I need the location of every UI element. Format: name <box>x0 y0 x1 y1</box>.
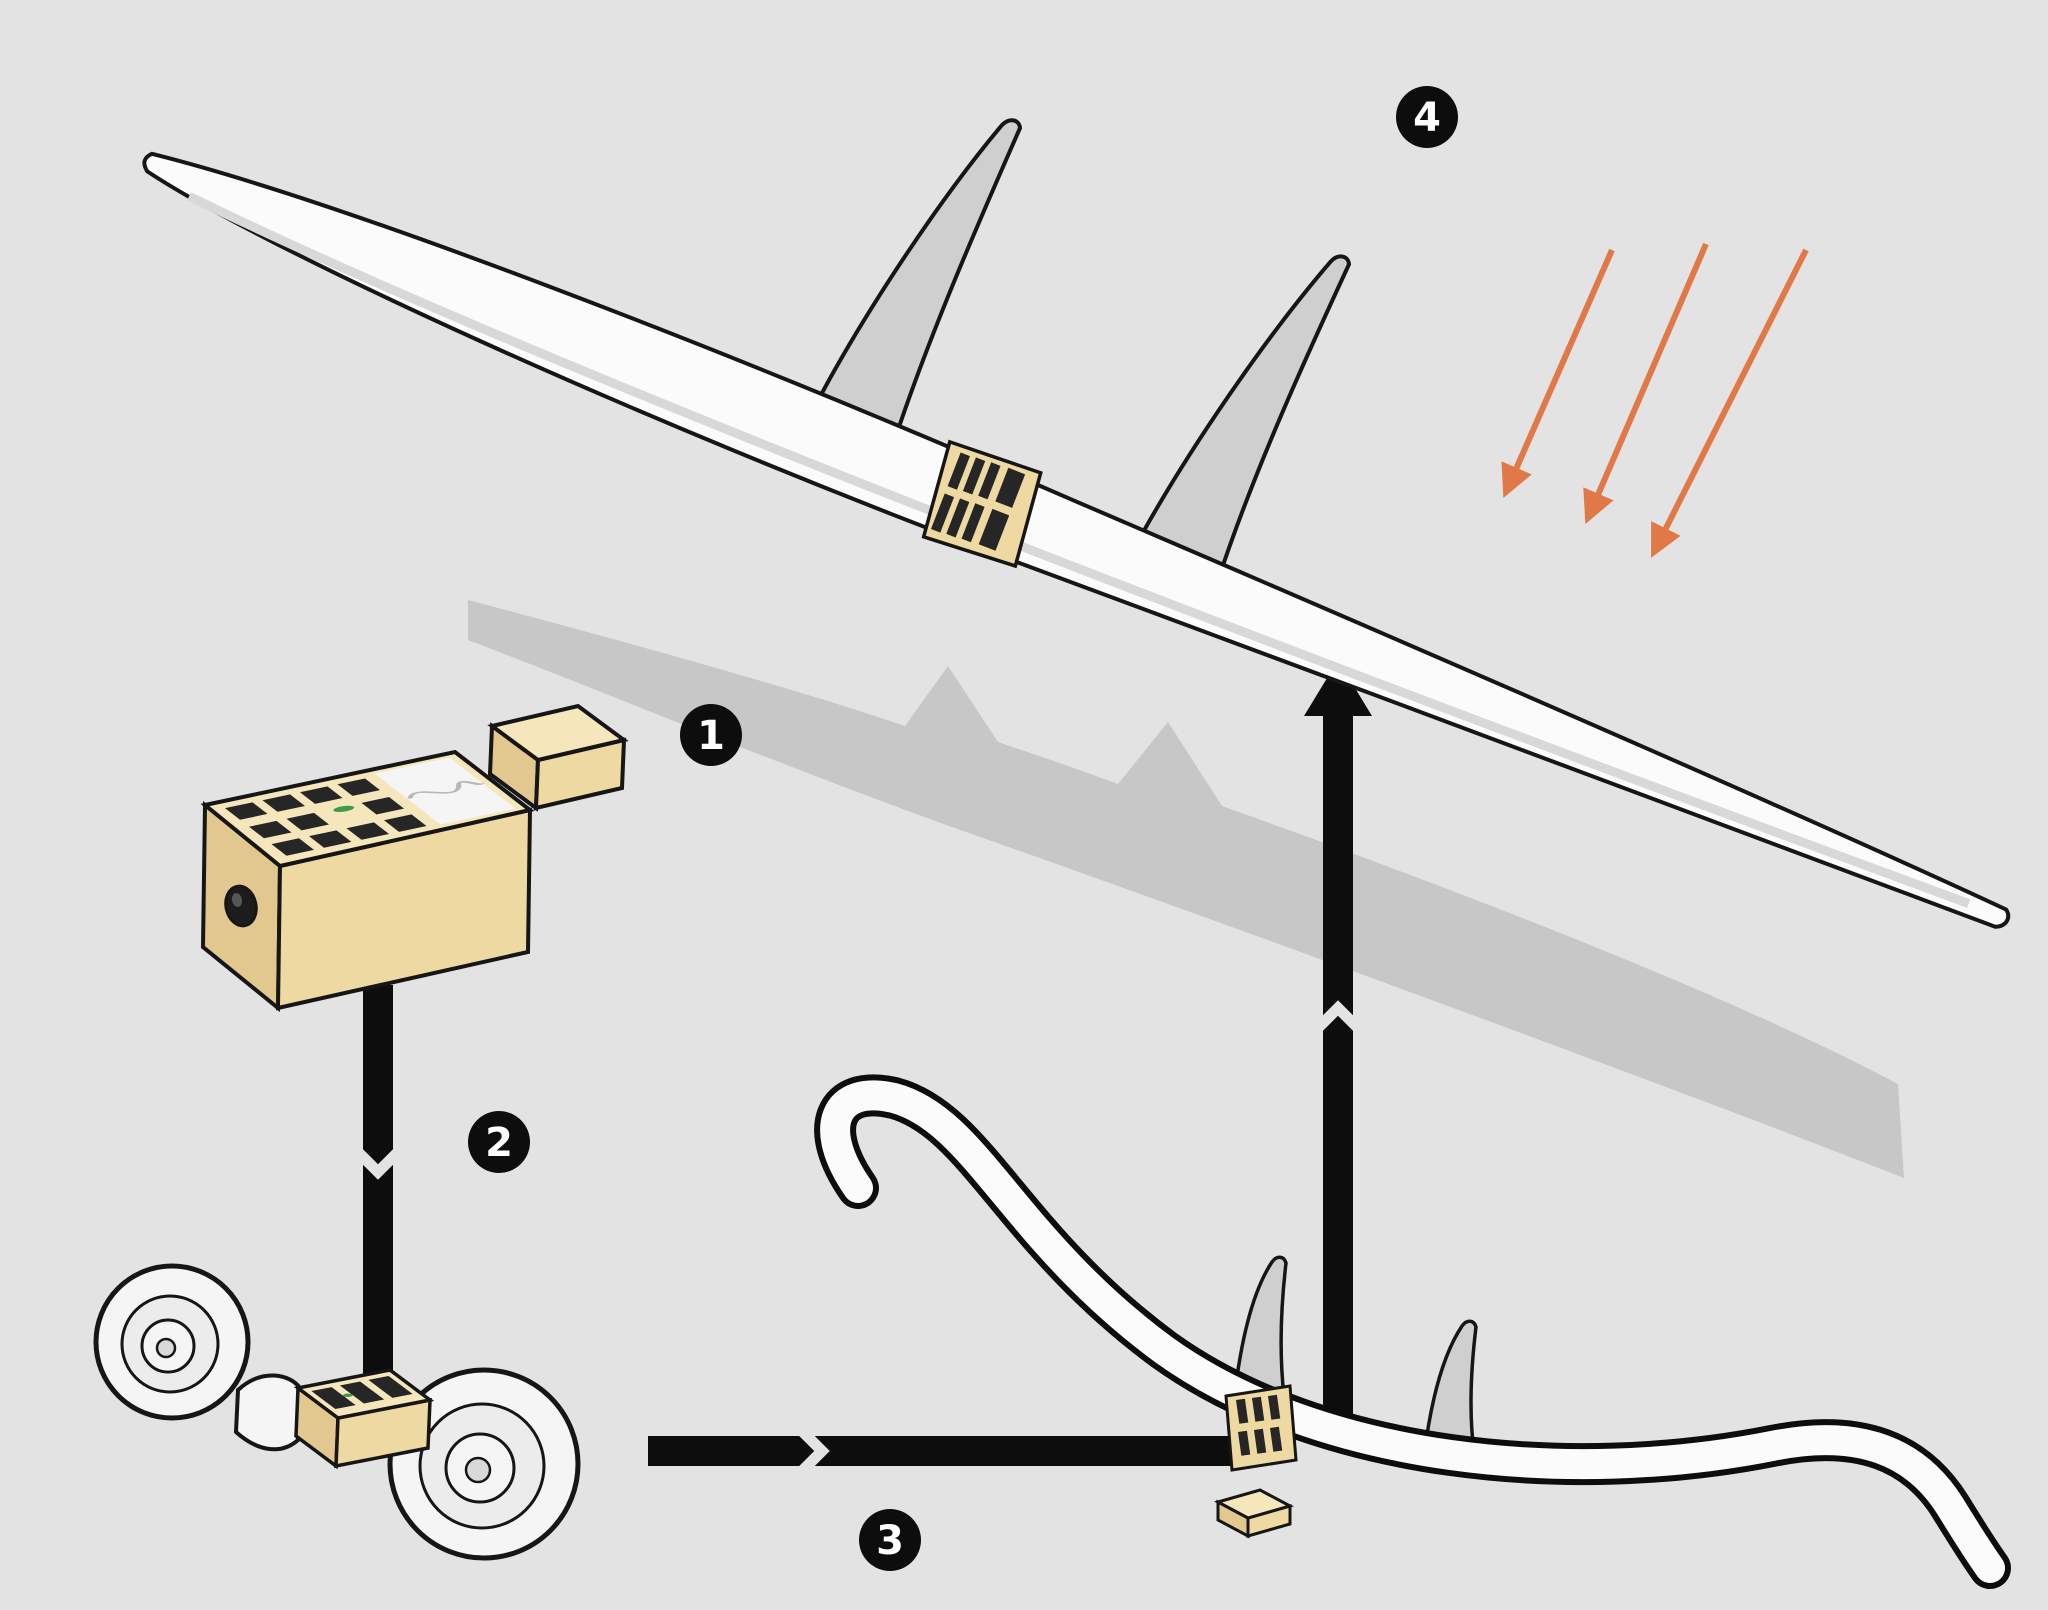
deployed-aircraft-illustration <box>142 118 2011 929</box>
rolled-wings-illustration <box>93 1263 581 1561</box>
unfurling-wing-surface <box>820 1080 2005 1583</box>
step-badge-4: 4 <box>1396 86 1458 148</box>
box-solar-cells <box>225 757 516 856</box>
camera-lens-highlight <box>231 893 243 907</box>
aircraft-ground-shadow <box>468 600 1904 1178</box>
flow-arrow-step3-to-step4 <box>1304 660 1372 1440</box>
box-lid <box>487 703 629 812</box>
wing-solar-band <box>921 439 1043 569</box>
wing-roll-left <box>93 1263 251 1421</box>
packed-wing-fabric <box>374 757 516 825</box>
packed-box-illustration <box>200 703 629 1013</box>
unfurling-fin-right <box>1421 1319 1478 1458</box>
aircraft-fin-right <box>1129 254 1352 581</box>
step-badge-4-label: 4 <box>1413 95 1441 141</box>
step-badge-3: 3 <box>859 1509 921 1571</box>
flow-arrow-step2-to-step3 <box>648 1421 1235 1481</box>
dropped-box <box>1214 1488 1294 1539</box>
unfurling-wing-illustration <box>814 1074 2011 1589</box>
step-badge-2-label: 2 <box>485 1120 513 1166</box>
aircraft-fin-left <box>806 118 1023 445</box>
step-badge-1-label: 1 <box>697 713 725 759</box>
step-badge-1: 1 <box>680 704 742 766</box>
status-led <box>333 805 355 812</box>
fabric-left <box>233 1373 303 1452</box>
unfurling-solar-band <box>1224 1384 1298 1472</box>
flow-arrow-step1-to-step2 <box>348 985 408 1385</box>
rolled-center-module <box>293 1368 435 1470</box>
unfurling-fin-left <box>1232 1255 1288 1402</box>
step-badge-2: 2 <box>468 1111 530 1173</box>
wing-roll-right <box>387 1367 581 1561</box>
aircraft-wing <box>142 151 2011 929</box>
step-badge-3-label: 3 <box>876 1518 904 1564</box>
sunlight-arrows-icon <box>1501 242 1809 558</box>
